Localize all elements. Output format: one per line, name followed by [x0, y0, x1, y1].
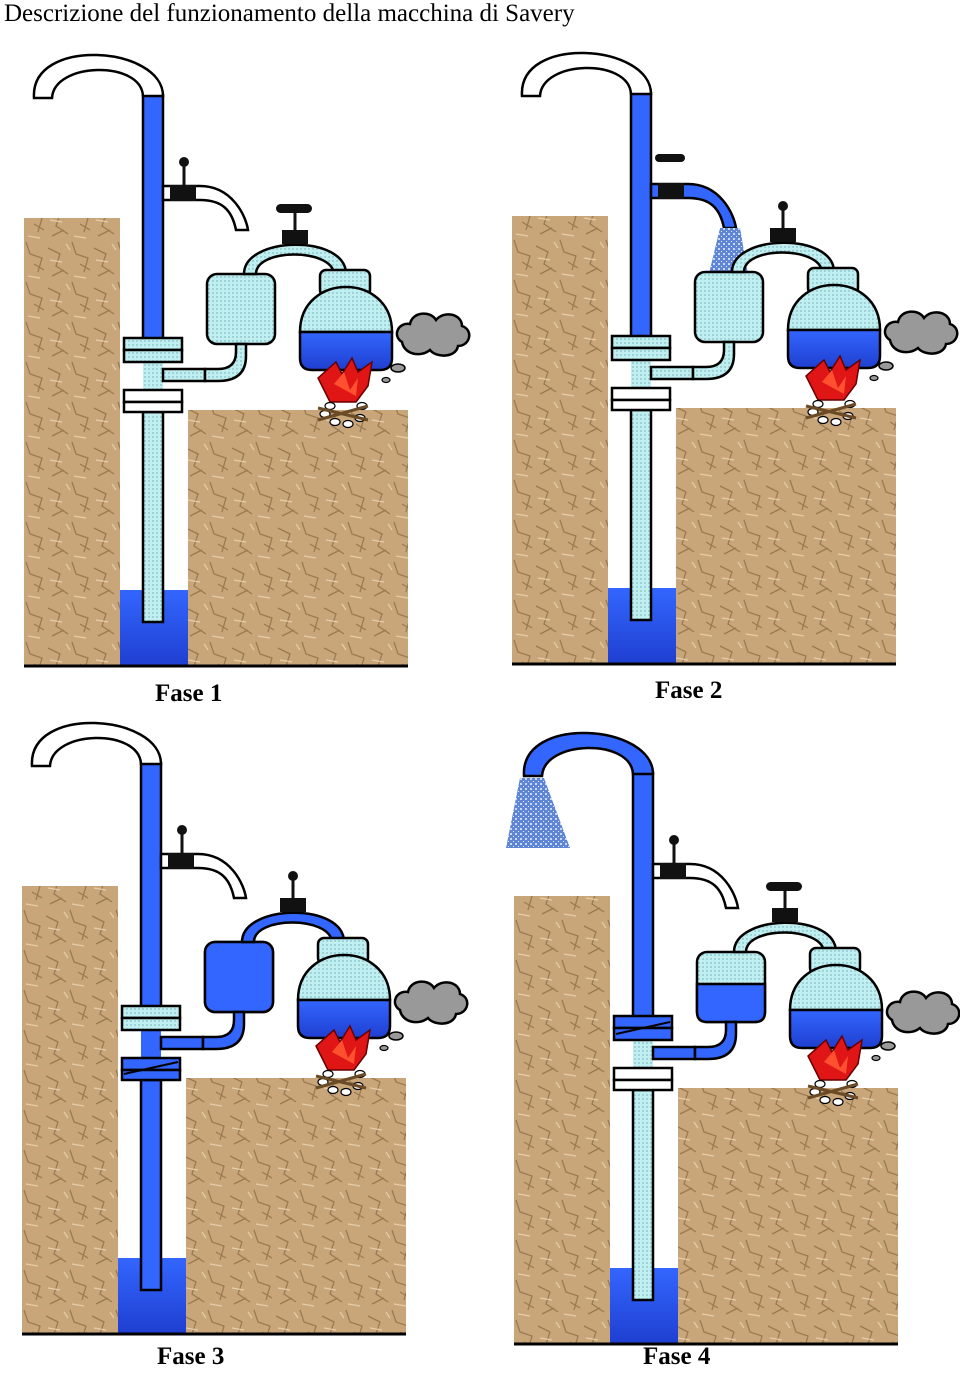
smoke-cloud [381, 312, 471, 384]
boiler [296, 936, 392, 1040]
riser-pipe [631, 771, 655, 1020]
top-tap-valve [655, 154, 685, 199]
tank-connector-pipe [693, 1020, 738, 1061]
boiler [786, 266, 882, 370]
outlet-gooseneck [30, 721, 163, 768]
firewood [805, 399, 857, 427]
smoke-cloud [869, 310, 959, 382]
earth-left [24, 218, 120, 666]
receiver-tank [695, 950, 767, 1024]
valve-block [122, 336, 207, 414]
riser-pipe [629, 91, 653, 340]
receiver-tank [205, 272, 277, 346]
valve-block [612, 1014, 697, 1092]
firewood [315, 1069, 367, 1097]
valve-block [120, 1004, 205, 1082]
suction-pipe [629, 408, 653, 622]
tank-connector-pipe [201, 1010, 246, 1051]
boiler [298, 268, 394, 372]
phase-4-label: Fase 4 [643, 1343, 711, 1370]
earth-right [186, 1078, 406, 1334]
smoke-cloud [871, 990, 960, 1062]
top-tap-valve [170, 157, 196, 201]
steam-tap-valve [770, 201, 796, 242]
fire [807, 1034, 864, 1081]
phase-4-diagram [490, 718, 960, 1398]
water-spray-outlet [506, 778, 570, 848]
tank-connector-pipe [203, 342, 248, 383]
outlet-gooseneck [522, 731, 655, 778]
riser-pipe [141, 93, 165, 342]
phase-2-diagram [488, 38, 960, 718]
steam-tap-valve [276, 204, 312, 244]
receiver-tank [693, 270, 765, 344]
smoke-cloud [379, 980, 469, 1052]
riser-pipe [139, 761, 163, 1010]
fire [805, 354, 862, 401]
firewood [317, 401, 369, 429]
top-tap-valve [168, 825, 194, 869]
earth-left [22, 886, 118, 1334]
outlet-gooseneck [32, 53, 165, 100]
earth-right [678, 1088, 898, 1344]
phase-2-label: Fase 2 [655, 677, 723, 704]
phase-3-diagram [0, 708, 478, 1388]
suction-pipe [139, 1078, 163, 1292]
suction-pipe [631, 1088, 655, 1302]
receiver-tank [203, 940, 275, 1014]
earth-left [514, 896, 610, 1344]
phase-1-diagram [0, 40, 480, 720]
page-title: Descrizione del funzionamento della macc… [4, 0, 575, 27]
earth-left [512, 216, 608, 664]
steam-tap-valve [280, 871, 306, 912]
valve-block [610, 334, 695, 412]
fire [315, 1024, 372, 1071]
top-tap-valve [660, 835, 686, 879]
phase-1-label: Fase 1 [155, 680, 223, 707]
firewood [807, 1079, 859, 1107]
steam-tap-valve [766, 882, 802, 922]
boiler [788, 946, 884, 1050]
outlet-gooseneck [520, 51, 653, 98]
phase-3-label: Fase 3 [157, 1343, 225, 1370]
tank-connector-pipe [691, 340, 736, 381]
earth-right [188, 410, 408, 666]
suction-pipe [141, 410, 165, 624]
earth-right [676, 408, 896, 664]
fire [317, 356, 374, 403]
